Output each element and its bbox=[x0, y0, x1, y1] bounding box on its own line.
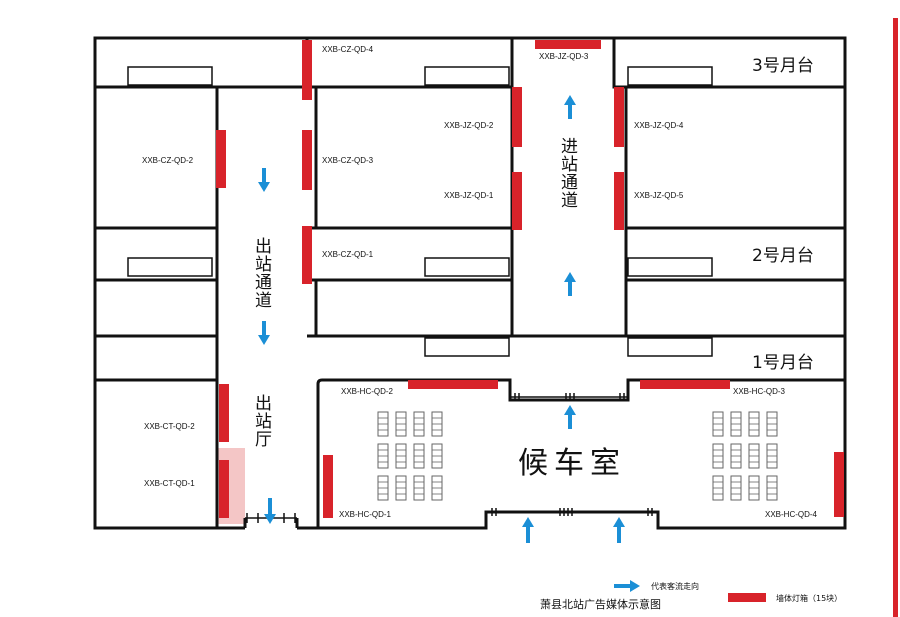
seat-group-right bbox=[712, 411, 778, 501]
ticket-gate-posts bbox=[514, 393, 625, 401]
entry-passage-label: 进 站 通 道 bbox=[561, 137, 578, 211]
block-mid-lower bbox=[314, 278, 514, 338]
lightbox-hc1 bbox=[323, 455, 333, 518]
svg-text:厅: 厅 bbox=[255, 430, 272, 450]
svg-text:站: 站 bbox=[255, 255, 272, 275]
stair-right-3 bbox=[627, 66, 713, 86]
stair-right-1 bbox=[627, 337, 713, 357]
svg-text:站: 站 bbox=[255, 412, 272, 432]
block-left-mid bbox=[93, 85, 219, 230]
platform-3-label: 3号月台 bbox=[752, 56, 814, 76]
code-ct2: XXB-CT-QD-2 bbox=[144, 422, 195, 431]
lightbox-jz3 bbox=[535, 40, 601, 49]
lightbox-ct1 bbox=[219, 460, 229, 518]
stair-mid-2 bbox=[424, 257, 510, 277]
svg-text:道: 道 bbox=[561, 191, 578, 211]
border-accent-bar bbox=[893, 18, 898, 617]
stairs bbox=[127, 66, 713, 357]
svg-text:通: 通 bbox=[561, 173, 578, 193]
lightbox-jz2 bbox=[512, 87, 522, 147]
code-hc4: XXB-HC-QD-4 bbox=[765, 510, 818, 519]
legend-lightbox-label: 墙体灯箱（15块） bbox=[776, 593, 842, 603]
lightbox-jz4 bbox=[614, 87, 624, 147]
exit-passage-label: 出 站 通 道 bbox=[255, 237, 272, 311]
lightbox-cz4 bbox=[302, 40, 312, 100]
flow-arrows bbox=[258, 95, 640, 592]
arrow-up-entry-top bbox=[564, 95, 576, 119]
code-ct1: XXB-CT-QD-1 bbox=[144, 479, 195, 488]
code-hc2: XXB-HC-QD-2 bbox=[341, 387, 394, 396]
legend-flow-label: 代表客流走向 bbox=[651, 581, 699, 591]
svg-text:进: 进 bbox=[561, 137, 578, 157]
block-left-lower bbox=[93, 278, 219, 382]
code-cz1: XXB-CZ-QD-1 bbox=[322, 250, 374, 259]
code-jz1: XXB-JZ-QD-1 bbox=[444, 191, 494, 200]
lightbox-hc4 bbox=[834, 452, 844, 517]
arrow-down-exit-mid bbox=[258, 321, 270, 345]
lightbox-cz2 bbox=[216, 130, 226, 188]
code-cz4: XXB-CZ-QD-4 bbox=[322, 45, 374, 54]
lightbox-cz3 bbox=[302, 130, 312, 190]
legend-lightbox-swatch bbox=[728, 593, 766, 602]
svg-text:道: 道 bbox=[255, 291, 272, 311]
stair-left-2 bbox=[127, 257, 213, 277]
arrow-down-exit-top bbox=[258, 168, 270, 192]
platform-1-label: 1号月台 bbox=[752, 353, 814, 373]
platform-2-label: 2号月台 bbox=[752, 246, 814, 266]
code-hc1: XXB-HC-QD-1 bbox=[339, 510, 392, 519]
block-right-platform2 bbox=[624, 226, 847, 282]
arrow-down-exit-gate bbox=[264, 498, 276, 524]
lightbox-hc2 bbox=[408, 380, 498, 389]
code-jz3: XXB-JZ-QD-3 bbox=[539, 52, 589, 61]
exit-hall-label: 出 站 厅 bbox=[255, 394, 272, 450]
code-cz2: XXB-CZ-QD-2 bbox=[142, 156, 194, 165]
code-cz3: XXB-CZ-QD-3 bbox=[322, 156, 374, 165]
svg-text:通: 通 bbox=[255, 273, 272, 293]
arrow-up-waiting bbox=[564, 405, 576, 429]
lightbox-cz1 bbox=[302, 226, 312, 284]
block-right-lower bbox=[624, 278, 847, 338]
code-hc3: XXB-HC-QD-3 bbox=[733, 387, 786, 396]
lightbox-hc3 bbox=[640, 380, 730, 389]
lightbox-ct2 bbox=[219, 384, 229, 442]
stair-mid-1 bbox=[424, 337, 510, 357]
code-jz2: XXB-JZ-QD-2 bbox=[444, 121, 494, 130]
block-exit-hall-room bbox=[93, 378, 219, 530]
stair-mid-3 bbox=[424, 66, 510, 86]
waiting-room-outline bbox=[316, 378, 847, 530]
arrow-up-gate-right bbox=[613, 517, 625, 543]
code-jz5: XXB-JZ-QD-5 bbox=[634, 191, 684, 200]
lightboxes bbox=[216, 40, 844, 602]
svg-text:出: 出 bbox=[255, 394, 272, 414]
svg-text:站: 站 bbox=[561, 155, 578, 175]
seat-group-left bbox=[377, 411, 443, 501]
legend-title: 萧县北站广告媒体示意图 bbox=[540, 597, 661, 611]
legend-arrow bbox=[614, 580, 640, 592]
arrow-up-entry-mid bbox=[564, 272, 576, 296]
lightbox-jz1 bbox=[512, 172, 522, 230]
stair-right-2 bbox=[627, 257, 713, 277]
block-right-room bbox=[624, 85, 847, 230]
code-jz4: XXB-JZ-QD-4 bbox=[634, 121, 684, 130]
svg-text:出: 出 bbox=[255, 237, 272, 257]
stair-left-3 bbox=[127, 66, 213, 86]
waiting-room-label: 候车室 bbox=[518, 446, 626, 481]
entry-gate-posts bbox=[491, 508, 653, 516]
arrow-up-gate-left bbox=[522, 517, 534, 543]
lightbox-jz5 bbox=[614, 172, 624, 230]
